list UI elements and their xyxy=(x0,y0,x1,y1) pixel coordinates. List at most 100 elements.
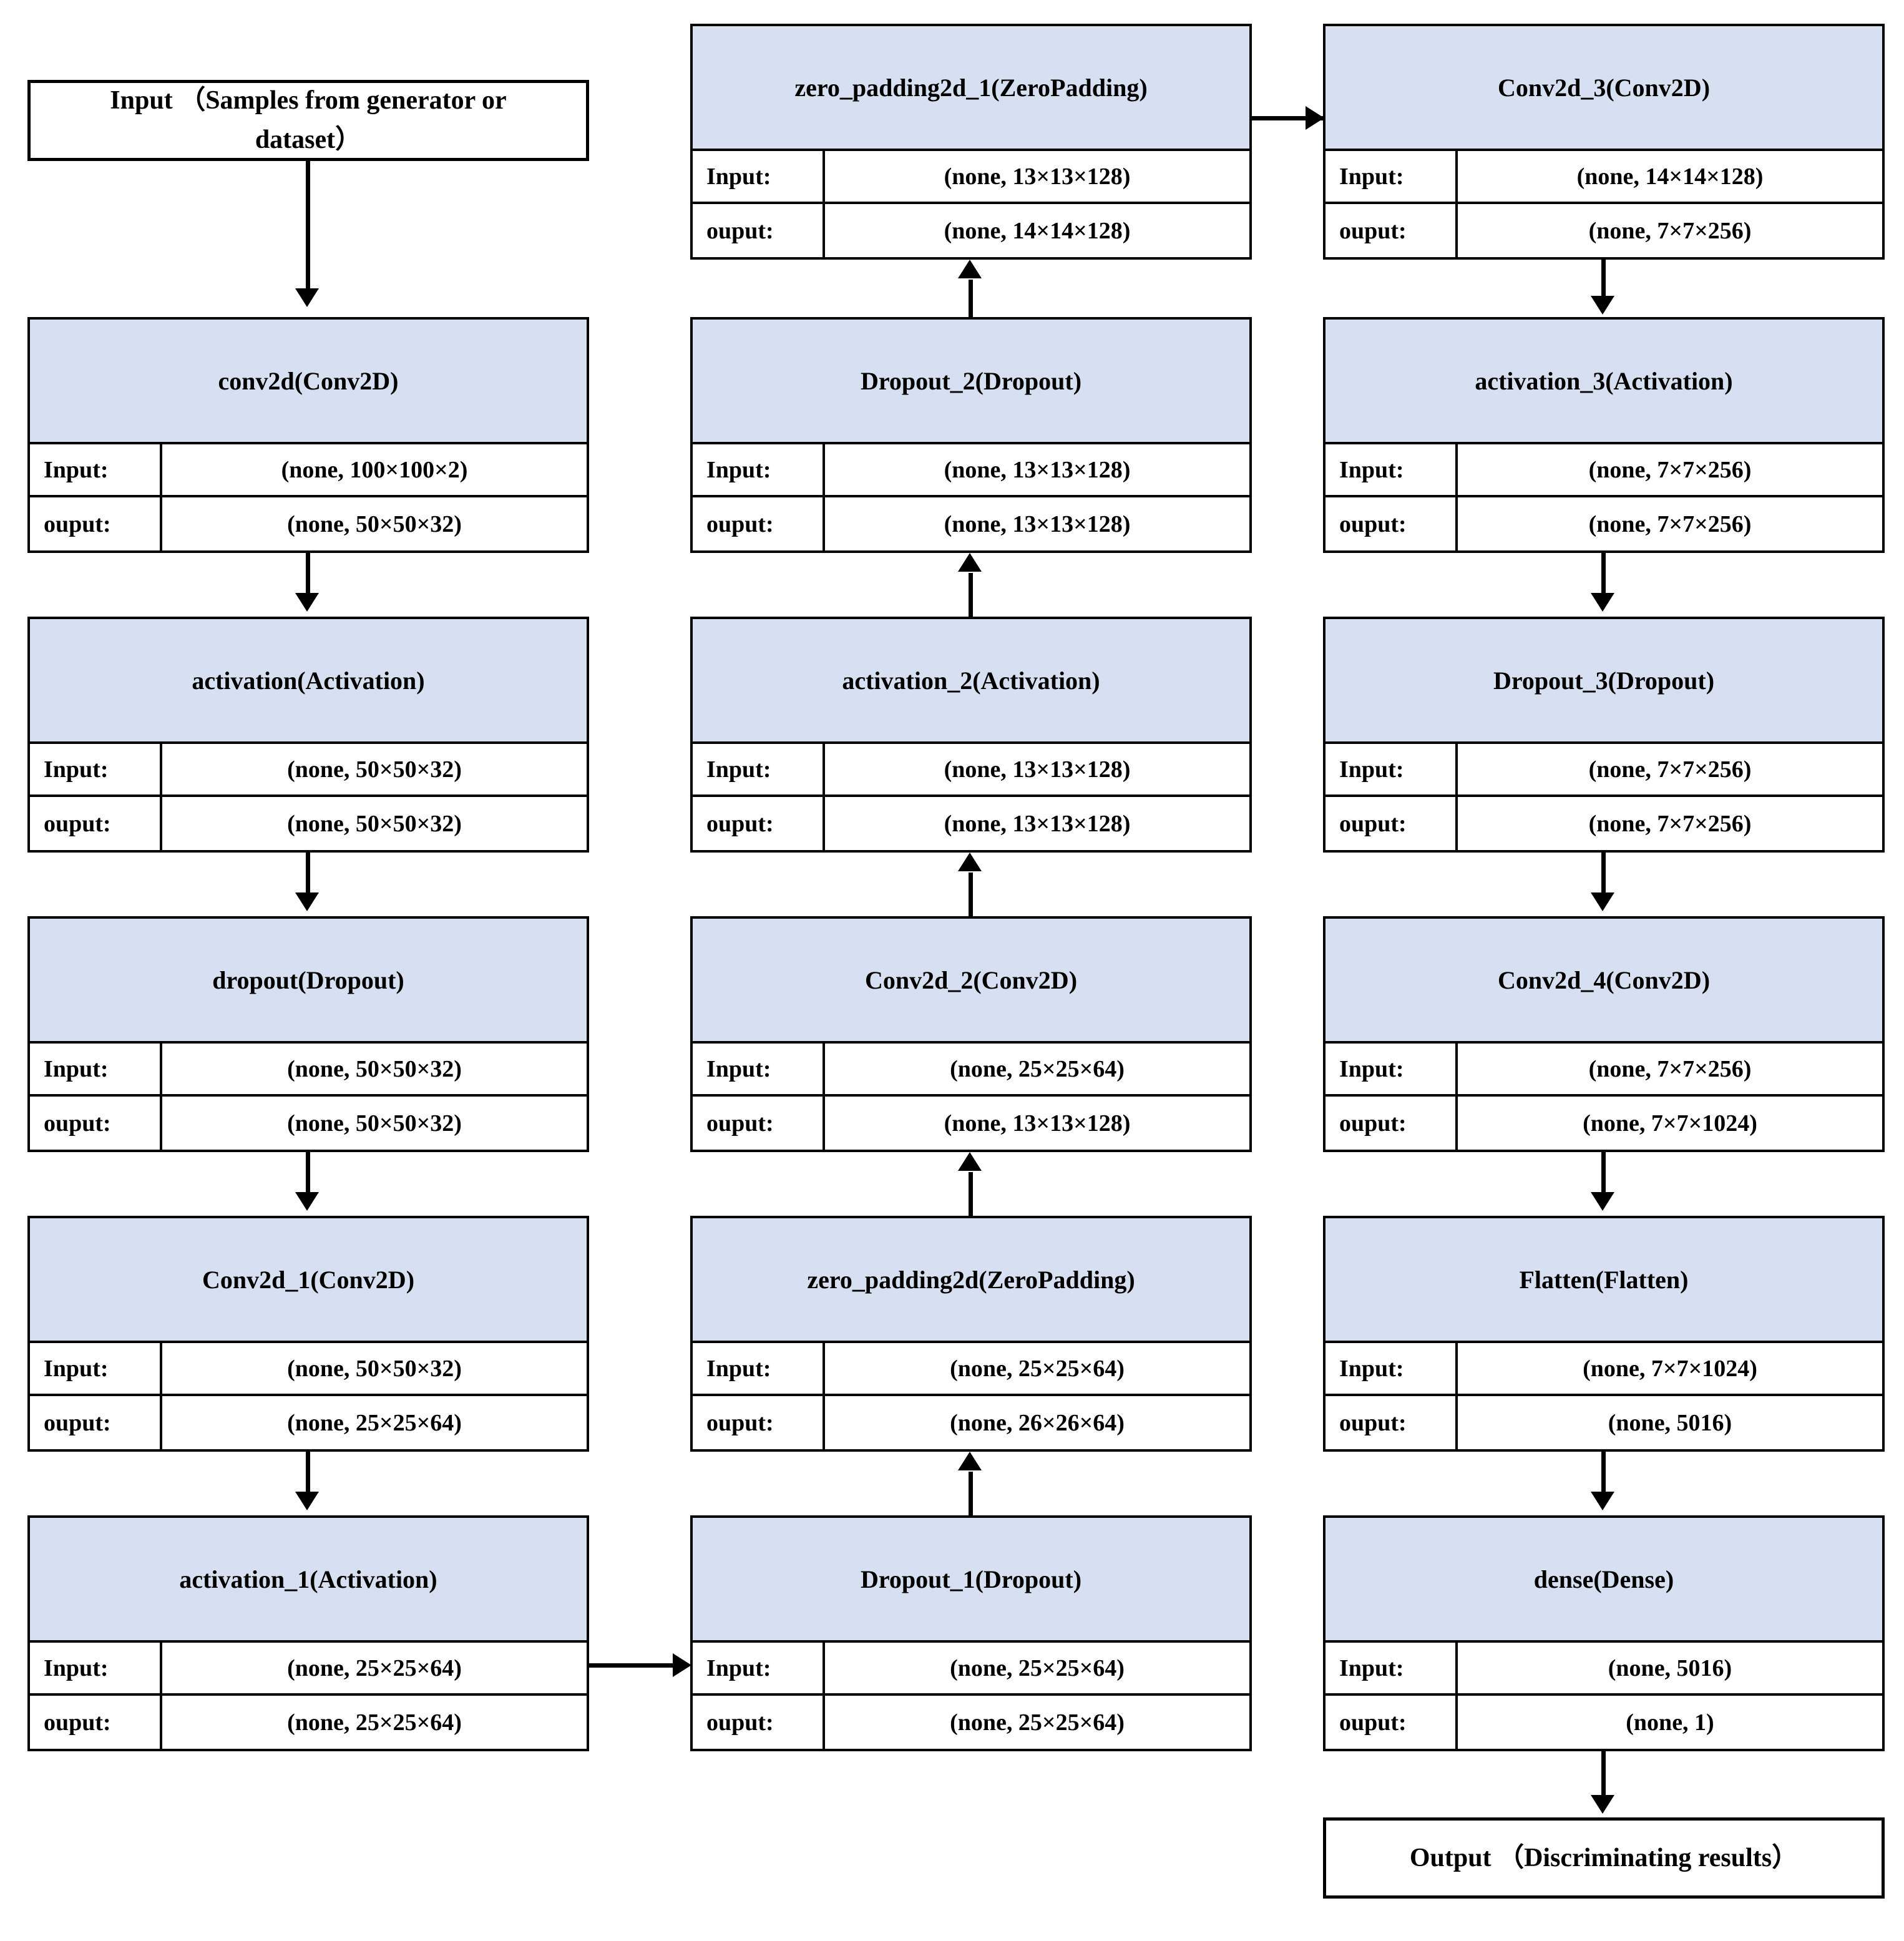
layer-title-dropout: dropout(Dropout) xyxy=(30,919,587,1044)
layer-node-dropout[interactable]: dropout(Dropout) Input: (none, 50×50×32)… xyxy=(27,916,589,1152)
layer-node-dropout-2[interactable]: Dropout_2(Dropout) Input: (none, 13×13×1… xyxy=(690,317,1252,553)
output-label: ouput: xyxy=(30,497,162,550)
layer-node-conv2d[interactable]: conv2d(Conv2D) Input: (none, 100×100×2) … xyxy=(27,317,589,553)
output-label: ouput: xyxy=(693,1097,825,1150)
layer-input-row-conv2d-3: Input: (none, 14×14×128) xyxy=(1325,151,1882,204)
connector-dropout-1-to-zero-padding2d xyxy=(969,1472,973,1515)
output-label: ouput: xyxy=(1325,797,1458,850)
layer-node-activation-3[interactable]: activation_3(Activation) Input: (none, 7… xyxy=(1323,317,1885,553)
output-label: ouput: xyxy=(1325,1696,1458,1749)
layer-input-row-conv2d-4: Input: (none, 7×7×256) xyxy=(1325,1044,1882,1097)
arrowhead-activation-1-to-dropout-1 xyxy=(673,1653,691,1677)
arrowhead-activation-2-to-dropout-2 xyxy=(958,553,982,572)
layer-input-row-activation: Input: (none, 50×50×32) xyxy=(30,744,587,797)
layer-input-row-dropout: Input: (none, 50×50×32) xyxy=(30,1044,587,1097)
layer-node-zero-padding2d[interactable]: zero_padding2d(ZeroPadding) Input: (none… xyxy=(690,1216,1252,1452)
arrowhead-flatten-to-dense xyxy=(1591,1492,1614,1510)
input-label: Input: xyxy=(30,1643,162,1693)
layer-output-row-conv2d-2: ouput: (none, 13×13×128) xyxy=(693,1097,1249,1150)
input-label: Input: xyxy=(1325,744,1458,794)
input-label: Input: xyxy=(693,744,825,794)
input-label: Input: xyxy=(30,1044,162,1094)
output-label: ouput: xyxy=(693,1396,825,1449)
arrowhead-dropout-1-to-zero-padding2d xyxy=(958,1452,982,1470)
layer-node-dropout-3[interactable]: Dropout_3(Dropout) Input: (none, 7×7×256… xyxy=(1323,617,1885,853)
output-label: ouput: xyxy=(693,204,825,257)
layer-node-activation-1[interactable]: activation_1(Activation) Input: (none, 2… xyxy=(27,1515,589,1751)
layer-node-zero-padding2d-1[interactable]: zero_padding2d_1(ZeroPadding) Input: (no… xyxy=(690,24,1252,260)
output-shape-value: (none, 13×13×128) xyxy=(944,810,1131,837)
layer-title-zero-padding2d: zero_padding2d(ZeroPadding) xyxy=(693,1218,1249,1343)
layer-input-row-dropout-2: Input: (none, 13×13×128) xyxy=(693,444,1249,497)
layer-output-row-flatten: ouput: (none, 5016) xyxy=(1325,1396,1882,1449)
layer-title-conv2d-3: Conv2d_3(Conv2D) xyxy=(1325,26,1882,151)
layer-node-flatten[interactable]: Flatten(Flatten) Input: (none, 7×7×1024)… xyxy=(1323,1216,1885,1452)
output-shape-value: (none, 7×7×256) xyxy=(1588,217,1752,244)
output-label: ouput: xyxy=(1325,1396,1458,1449)
input-label: Input: xyxy=(1325,444,1458,495)
input-label: Input: xyxy=(1325,1343,1458,1394)
arrowhead-dense-to-output xyxy=(1591,1795,1614,1814)
layer-node-dense[interactable]: dense(Dense) Input: (none, 5016) ouput: … xyxy=(1323,1515,1885,1751)
input-shape-value: (none, 7×7×256) xyxy=(1588,456,1752,483)
output-shape-value: (none, 14×14×128) xyxy=(944,217,1131,244)
input-endpoint-box: Input （Samples from generator or dataset… xyxy=(27,80,589,161)
layer-title-dropout-3: Dropout_3(Dropout) xyxy=(1325,619,1882,744)
output-shape-value: (none, 25×25×64) xyxy=(287,1709,462,1736)
layer-input-row-conv2d-2: Input: (none, 25×25×64) xyxy=(693,1044,1249,1097)
output-label: ouput: xyxy=(30,797,162,850)
output-shape-value: (none, 13×13×128) xyxy=(944,1110,1131,1137)
layer-title-conv2d: conv2d(Conv2D) xyxy=(30,320,587,444)
connector-conv2d-4-to-flatten xyxy=(1601,1152,1606,1197)
layer-output-row-dropout: ouput: (none, 50×50×32) xyxy=(30,1097,587,1150)
input-label: Input: xyxy=(30,1343,162,1394)
output-shape-value: (none, 25×25×64) xyxy=(950,1709,1125,1736)
layer-output-row-conv2d-4: ouput: (none, 7×7×1024) xyxy=(1325,1097,1882,1150)
layer-output-row-conv2d-1: ouput: (none, 25×25×64) xyxy=(30,1396,587,1449)
layer-node-activation[interactable]: activation(Activation) Input: (none, 50×… xyxy=(27,617,589,853)
arrowhead-zero-padding2d-to-conv2d-2 xyxy=(958,1152,982,1171)
layer-node-conv2d-4[interactable]: Conv2d_4(Conv2D) Input: (none, 7×7×256) … xyxy=(1323,916,1885,1152)
layer-node-conv2d-3[interactable]: Conv2d_3(Conv2D) Input: (none, 14×14×128… xyxy=(1323,24,1885,260)
layer-node-conv2d-1[interactable]: Conv2d_1(Conv2D) Input: (none, 50×50×32)… xyxy=(27,1216,589,1452)
output-label: ouput: xyxy=(1325,497,1458,550)
layer-title-activation: activation(Activation) xyxy=(30,619,587,744)
arrowhead-dropout-2-to-zero-padding2d-1 xyxy=(958,260,982,278)
input-shape-value: (none, 25×25×64) xyxy=(950,1655,1125,1681)
output-shape-value: (none, 50×50×32) xyxy=(287,810,462,837)
input-label: Input: xyxy=(1325,1044,1458,1094)
layer-output-row-activation: ouput: (none, 50×50×32) xyxy=(30,797,587,850)
arrowhead-conv2d-4-to-flatten xyxy=(1591,1192,1614,1211)
connector-conv2d-to-activation xyxy=(306,553,310,598)
layer-output-row-dropout-3: ouput: (none, 7×7×256) xyxy=(1325,797,1882,850)
arrowhead-dropout-3-to-conv2d-4 xyxy=(1591,892,1614,911)
layer-node-activation-2[interactable]: activation_2(Activation) Input: (none, 1… xyxy=(690,617,1252,853)
layer-title-activation-3: activation_3(Activation) xyxy=(1325,320,1882,444)
connector-activation-to-dropout xyxy=(306,853,310,897)
input-shape-value: (none, 50×50×32) xyxy=(287,756,462,783)
layer-input-row-dense: Input: (none, 5016) xyxy=(1325,1643,1882,1696)
layer-node-dropout-1[interactable]: Dropout_1(Dropout) Input: (none, 25×25×6… xyxy=(690,1515,1252,1751)
input-shape-value: (none, 25×25×64) xyxy=(950,1055,1125,1082)
output-shape-value: (none, 1) xyxy=(1626,1709,1714,1736)
output-label: ouput: xyxy=(30,1696,162,1749)
input-label: Input: xyxy=(1325,1643,1458,1693)
connector-dropout-2-to-zero-padding2d-1 xyxy=(969,280,973,321)
output-label: ouput: xyxy=(30,1396,162,1449)
layer-output-row-dropout-1: ouput: (none, 25×25×64) xyxy=(693,1696,1249,1749)
output-label: ouput: xyxy=(30,1097,162,1150)
layer-output-row-dropout-2: ouput: (none, 13×13×128) xyxy=(693,497,1249,550)
connector-conv2d-3-to-activation-3 xyxy=(1601,260,1606,301)
input-label: Input: xyxy=(30,444,162,495)
layer-title-conv2d-2: Conv2d_2(Conv2D) xyxy=(693,919,1249,1044)
input-label: Input: xyxy=(693,1643,825,1693)
layer-node-conv2d-2[interactable]: Conv2d_2(Conv2D) Input: (none, 25×25×64)… xyxy=(690,916,1252,1152)
output-shape-value: (none, 7×7×1024) xyxy=(1583,1110,1757,1137)
layer-title-zero-padding2d-1: zero_padding2d_1(ZeroPadding) xyxy=(693,26,1249,151)
arrowhead-conv2d-3-to-activation-3 xyxy=(1591,296,1614,315)
input-shape-value: (none, 100×100×2) xyxy=(281,456,468,483)
output-endpoint-box: Output （Discriminating results） xyxy=(1323,1817,1885,1899)
output-label: ouput: xyxy=(1325,204,1458,257)
layer-title-dense: dense(Dense) xyxy=(1325,1518,1882,1643)
